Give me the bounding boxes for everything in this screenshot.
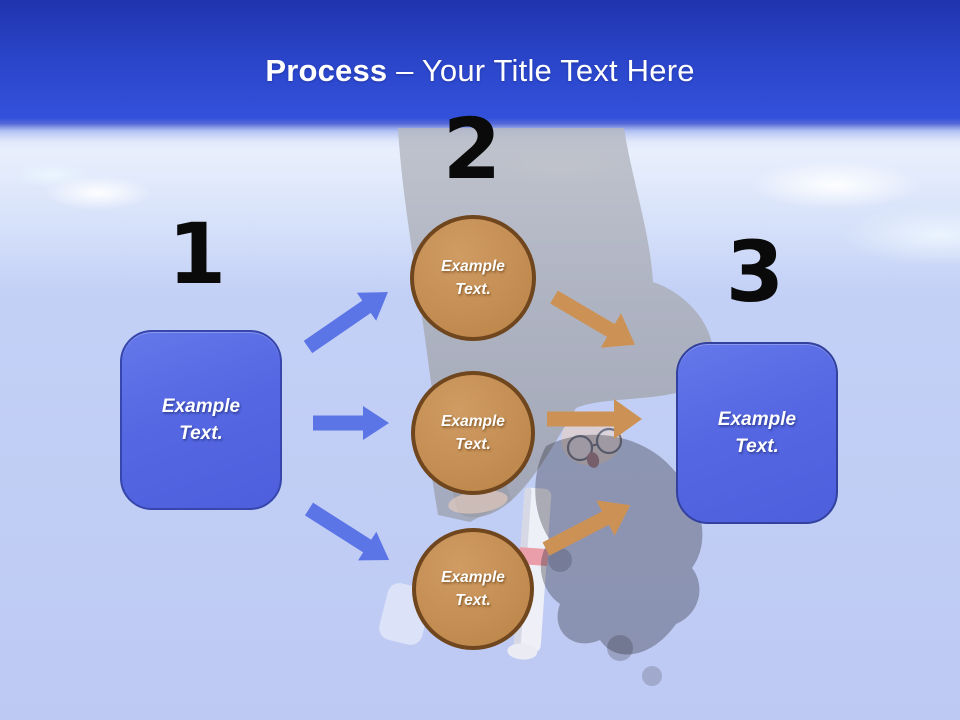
graduate-hand [448,490,508,514]
process-box-step1-label: Example Text. [161,396,241,444]
process-circle-2-label: Example Text. [441,413,505,453]
process-circle-1: Example Text. [410,215,536,341]
hair-curl [548,548,572,572]
slide-title-keyword: Process [265,53,388,88]
step-number-3: 3 [725,223,785,321]
blue-arrow-middle [313,406,389,440]
process-circle-1-label: Example Text. [441,258,505,298]
orange-arrow-top [550,290,635,348]
process-box-step1: Example Text. [120,330,282,510]
process-circle-2: Example Text. [411,371,535,495]
orange-arrow-middle [547,399,642,439]
step-number-1: 1 [167,205,227,303]
process-circle-3-label: Example Text. [441,569,505,609]
step-number-2: 2 [442,100,502,198]
slide-title: Process – Your Title Text Here [0,52,960,90]
blue-arrow-top [303,292,388,354]
blue-arrow-bottom [304,502,390,561]
hair-curl [607,635,633,661]
graduate-hair [535,434,703,655]
slide-title-rest: – Your Title Text Here [387,53,695,88]
process-box-step3-label: Example Text. [717,409,797,457]
orange-arrow-bottom [542,500,631,556]
process-box-step3: Example Text. [676,342,838,524]
process-circle-3: Example Text. [412,528,534,650]
hair-curl [642,666,662,686]
